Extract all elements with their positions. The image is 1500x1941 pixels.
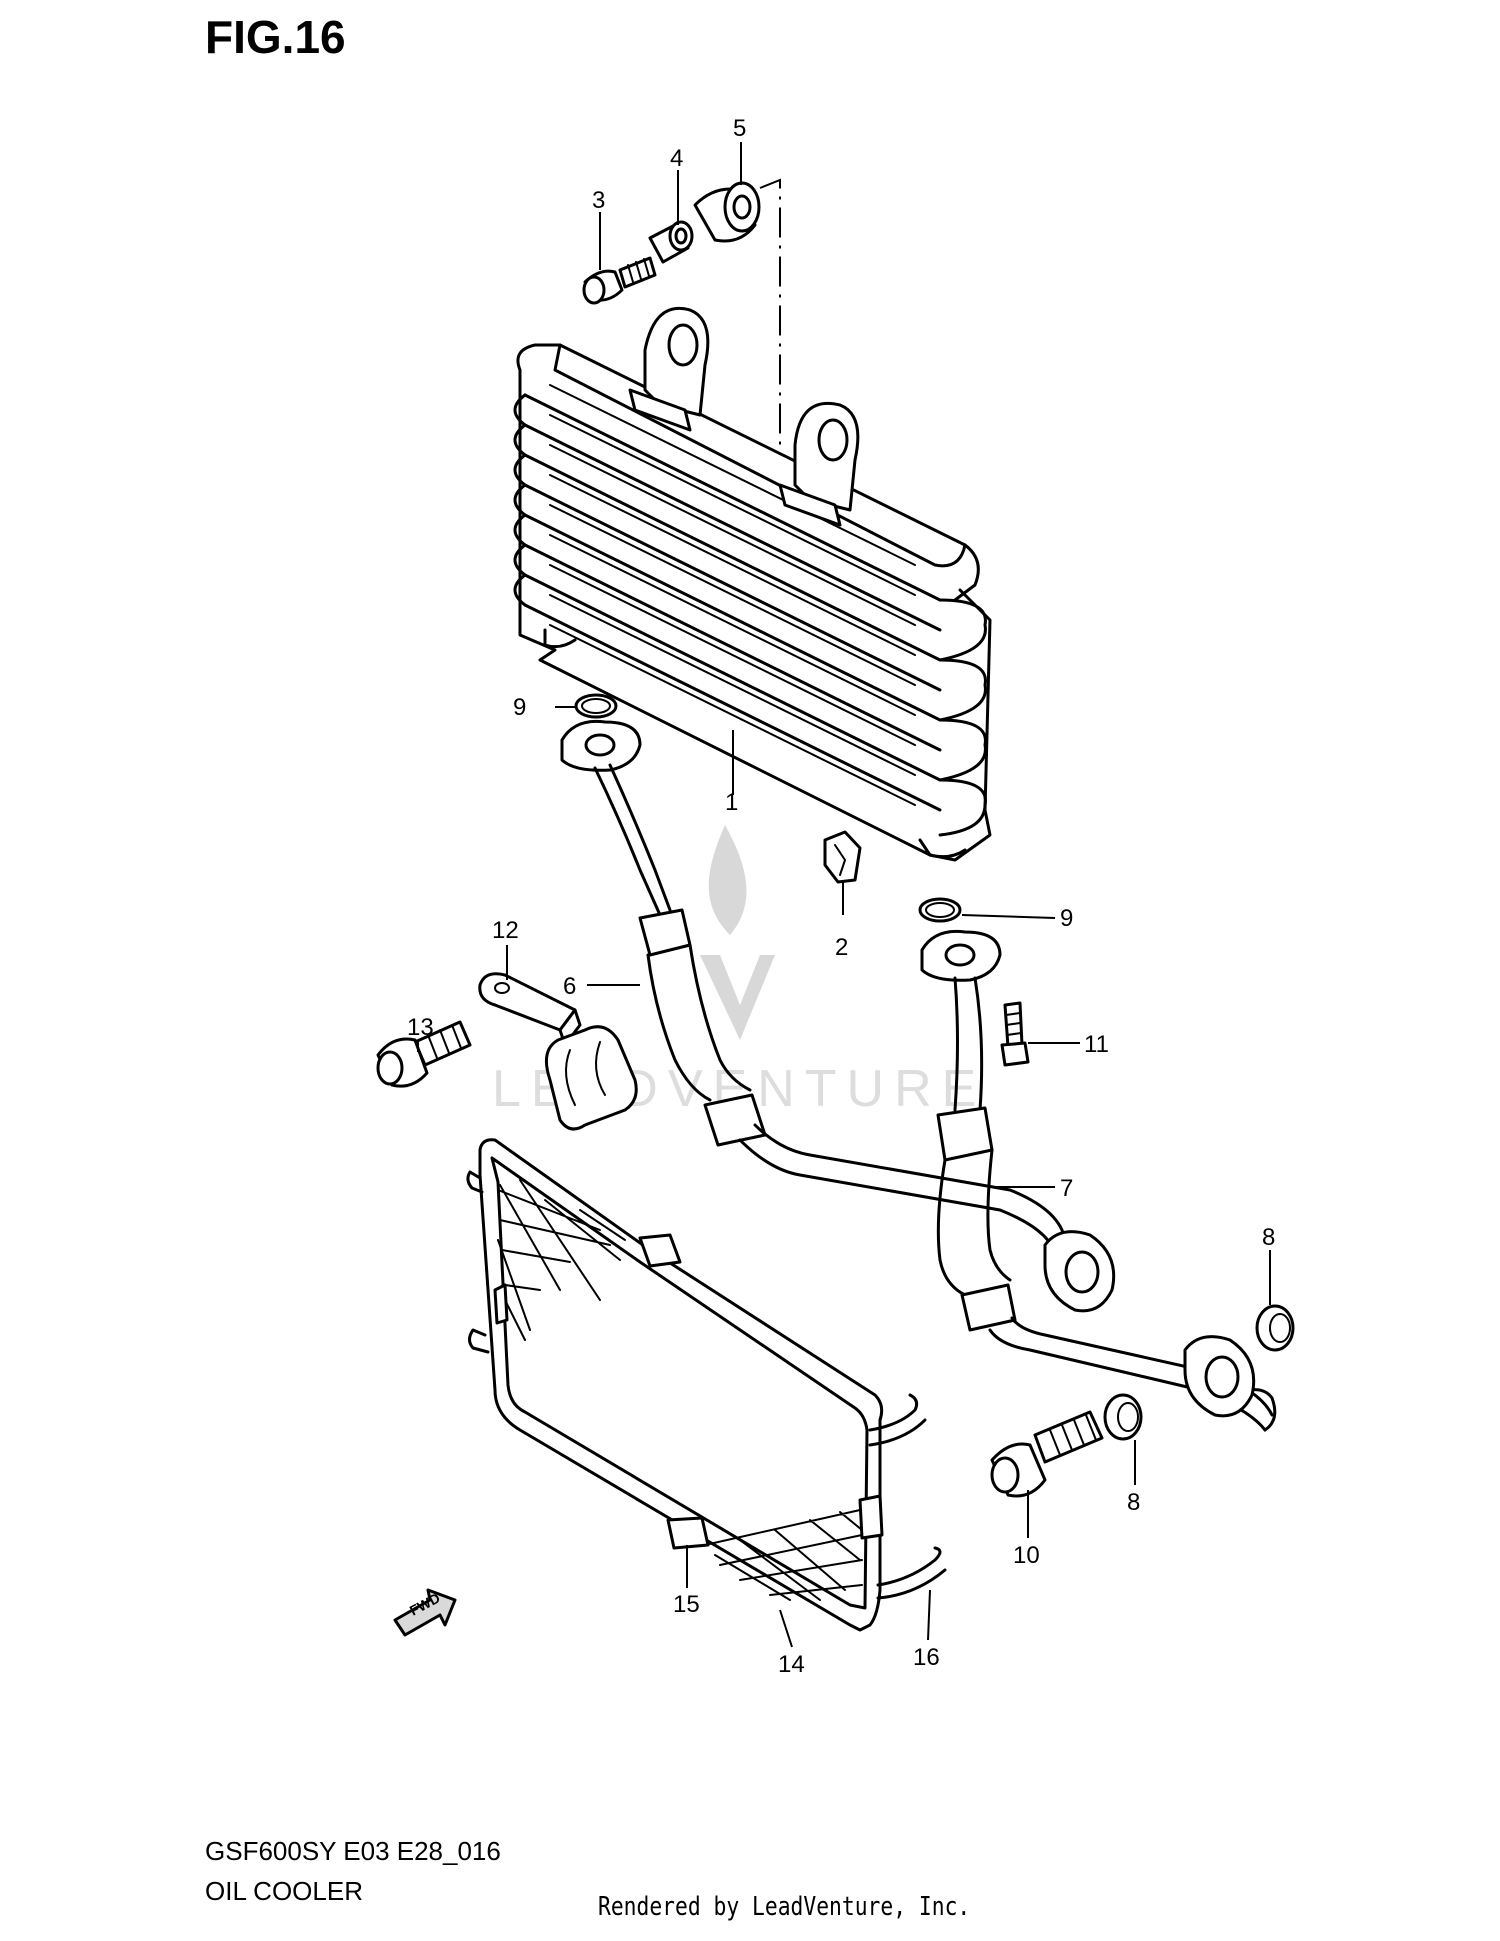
leader-lines [417,142,1271,1648]
callout-8-upper: 8 [1262,1224,1275,1251]
render-credit: Rendered by LeadVenture, Inc. [598,1892,971,1922]
callout-12: 12 [492,917,519,944]
collar-part [648,220,694,264]
callout-1: 1 [725,789,738,816]
oil-cooler-core [513,307,992,862]
cooler-guard-net [466,1138,947,1632]
callout-10: 10 [1013,1542,1040,1569]
oil-hose-6 [560,719,1116,1313]
callout-13: 13 [407,1014,434,1041]
diagram-name: OIL COOLER [205,1876,363,1906]
callout-labels: 1 2 3 4 5 6 7 8 8 9 9 10 11 12 13 14 15 … [407,115,1275,1678]
cushion-part [693,181,761,243]
callout-6: 6 [563,973,576,1000]
clip-part [823,830,862,884]
callout-8-lower: 8 [1127,1489,1140,1516]
callout-9-upper: 9 [513,694,526,721]
callout-4: 4 [670,145,683,172]
callout-15: 15 [673,1591,700,1618]
callout-3: 3 [592,187,605,214]
bolt-part-13 [376,1020,472,1088]
callout-7: 7 [1060,1175,1073,1202]
bolt-part-3 [582,256,657,305]
model-code: GSF600SY E03 E28_016 [205,1836,501,1866]
grommet-15 [493,1233,884,1550]
hose-bracket [478,972,638,1131]
o-ring-lower [918,897,962,923]
o-ring-upper [574,693,618,719]
callout-2: 2 [835,934,848,961]
callout-11: 11 [1084,1031,1109,1058]
callout-16: 16 [913,1644,940,1671]
figure-title: FIG.16 [205,11,346,63]
callout-9-lower: 9 [1060,905,1073,932]
callout-5: 5 [733,115,746,142]
forward-direction-arrow: FWD [393,1588,457,1637]
gasket-8-lower [1103,1393,1143,1441]
bolt-part-11 [1000,1001,1030,1067]
oil-hose-7 [920,929,1277,1432]
union-bolt [990,1410,1104,1498]
callout-14: 14 [778,1651,805,1678]
gasket-8-upper [1255,1304,1295,1352]
